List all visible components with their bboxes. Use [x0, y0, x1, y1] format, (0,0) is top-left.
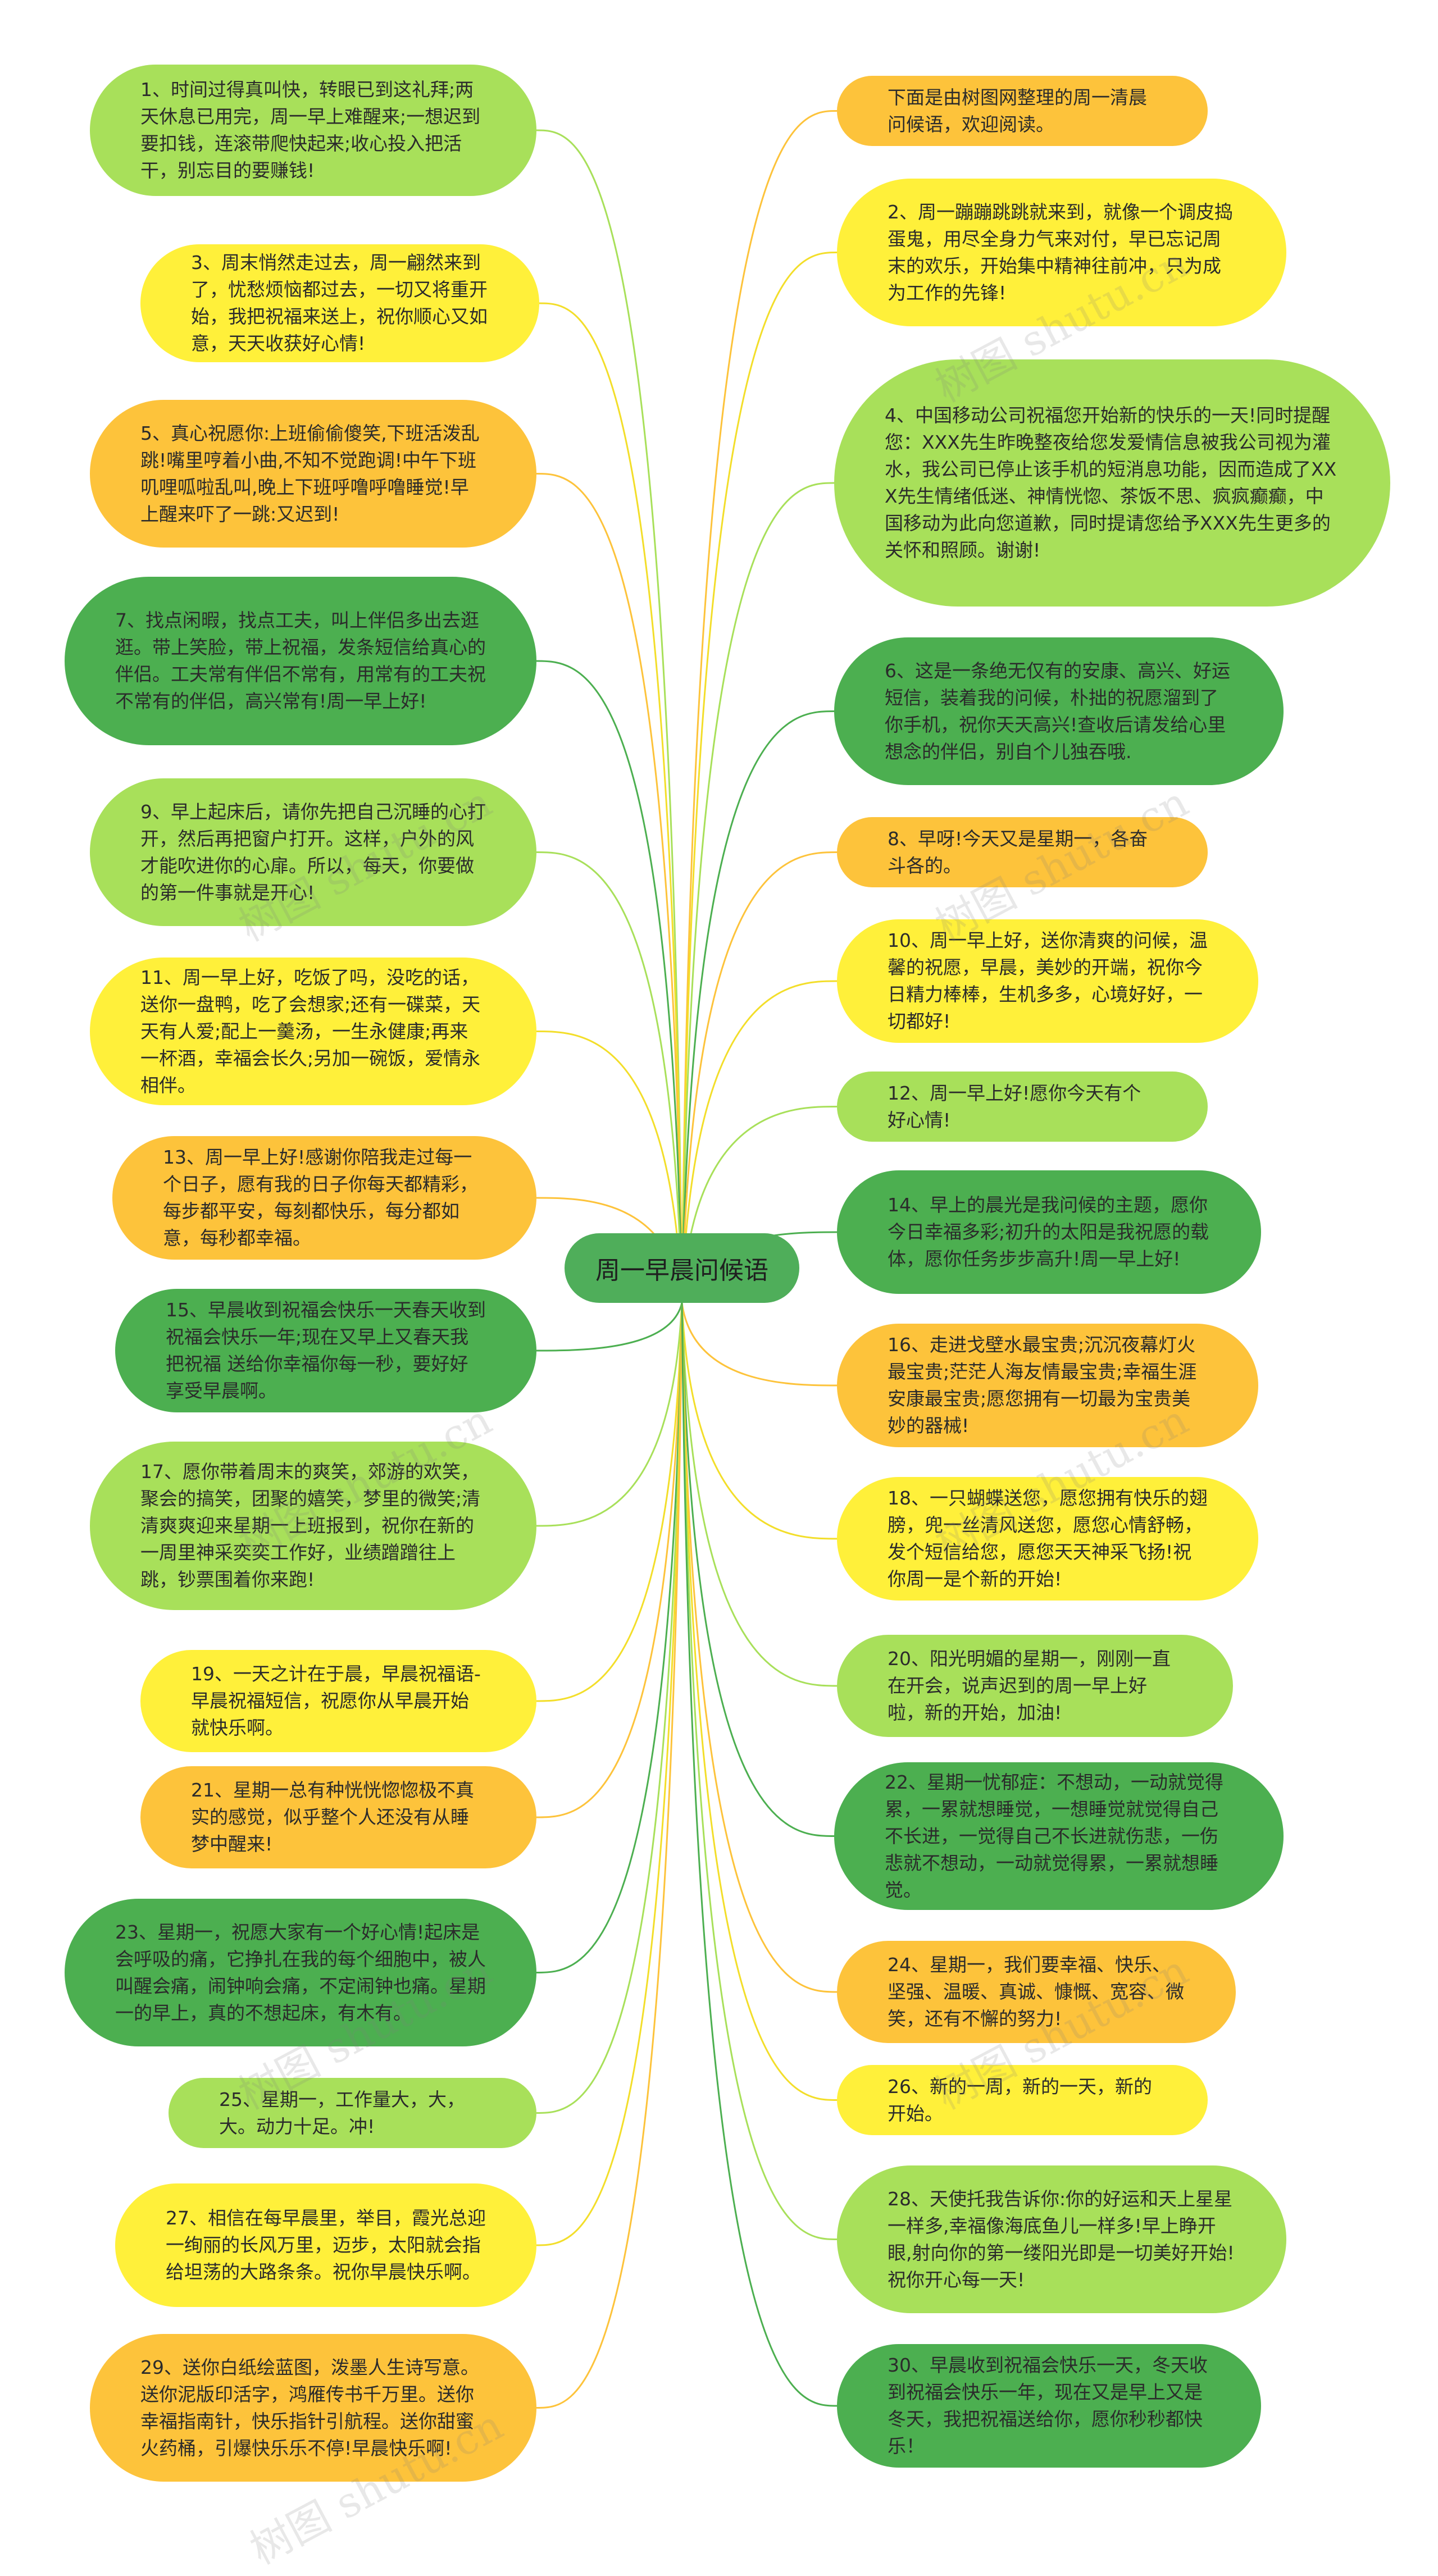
- left-connector: [536, 1302, 683, 2409]
- branch-node-text: 9、早上起床后，请你先把自己沉睡的心打开，然后再把窗户打开。这样，户外的风才能吹…: [140, 800, 486, 904]
- left-connector: [536, 473, 683, 1303]
- right-connector: [681, 1302, 835, 1837]
- branch-node-text: 25、星期一，工作量大，大，大。动力十足。冲!: [219, 2088, 465, 2137]
- branch-node-text: 16、走进戈壁水最宝贵;沉沉夜幕灯火最宝贵;茫茫人海友情最宝贵;幸福生涯安康最宝…: [888, 1334, 1197, 1437]
- right-branch-node[interactable]: 10、周一早上好，送你清爽的问候，温馨的祝愿，早晨，美妙的开端，祝你今日精力棒棒…: [837, 919, 1258, 1043]
- left-connector: [536, 1031, 683, 1303]
- left-branch-node[interactable]: 5、真心祝愿你:上班偷偷傻笑,下班活泼乱跳!嘴里哼着小曲,不知不觉跑调!中午下班…: [90, 400, 536, 548]
- left-branch-node[interactable]: 21、星期一总有种恍恍惚惚极不真实的感觉，似乎整个人还没有从睡梦中醒来!: [140, 1766, 536, 1868]
- right-branch-node[interactable]: 26、新的一周，新的一天，新的开始。: [837, 2065, 1208, 2135]
- left-branch-node[interactable]: 9、早上起床后，请你先把自己沉睡的心打开，然后再把窗户打开。这样，户外的风才能吹…: [90, 778, 536, 926]
- right-branch-node[interactable]: 下面是由树图网整理的周一清晨问候语，欢迎阅读。: [837, 76, 1208, 146]
- branch-node-text: 下面是由树图网整理的周一清晨问候语，欢迎阅读。: [888, 86, 1147, 135]
- branch-node-text: 30、早晨收到祝福会快乐一天，冬天收到祝福会快乐一年，现在又是早上又是冬天，我把…: [888, 2354, 1208, 2457]
- branch-node-text: 29、送你白纸绘蓝图，泼墨人生诗写意。送你泥版印活字，鸿雁传书千万里。送你幸福指…: [140, 2356, 479, 2459]
- branch-node-text: 4、中国移动公司祝福您开始新的快乐的一天!同时提醒您：XXX先生昨晚整夜给您发爱…: [885, 404, 1337, 561]
- right-connector: [681, 710, 835, 1303]
- right-connector: [681, 1106, 838, 1303]
- right-branch-node[interactable]: 20、阳光明媚的星期一，刚刚一直在开会，说声迟到的周一早上好啦，新的开始，加油!: [837, 1635, 1233, 1737]
- branch-node-text: 19、一天之计在于晨，早晨祝福语-早晨祝福短信，祝愿你从早晨开始就快乐啊。: [191, 1663, 481, 1739]
- branch-node-text: 1、时间过得真叫快，转眼已到这礼拜;两天休息已用完，周一早上难醒来;一想迟到要扣…: [140, 79, 481, 181]
- right-branch-node[interactable]: 6、这是一条绝无仅有的安康、高兴、好运短信，装着我的问候，朴拙的祝愿溜到了你手机…: [834, 637, 1284, 785]
- branch-node-text: 26、新的一周，新的一天，新的开始。: [888, 2075, 1152, 2124]
- right-connector: [681, 482, 835, 1303]
- left-branch-node[interactable]: 25、星期一，工作量大，大，大。动力十足。冲!: [169, 2078, 536, 2148]
- right-branch-node[interactable]: 8、早呀!今天又是星期一，各奋斗各的。: [837, 817, 1208, 887]
- branch-node-text: 28、天使托我告诉你:你的好运和天上星星一样多,幸福像海底鱼儿一样多!早上睁开眼…: [888, 2187, 1235, 2291]
- left-branch-node[interactable]: 7、找点闲暇，找点工夫，叫上伴侣多出去逛逛。带上笑脸，带上祝福，发条短信给真心的…: [65, 577, 536, 745]
- branch-node-text: 17、愿你带着周末的爽笑，郊游的欢笑，聚会的搞笑，团聚的嬉笑，梦里的微笑;清清爽…: [140, 1461, 481, 1590]
- branch-node-text: 8、早呀!今天又是星期一，各奋斗各的。: [888, 827, 1148, 877]
- right-branch-node[interactable]: 22、星期一忧郁症：不想动，一动就觉得累，一累就想睡觉，一想睡觉就觉得自己不长进…: [834, 1762, 1284, 1910]
- right-branch-node[interactable]: 14、早上的晨光是我问候的主题，愿你今日幸福多彩;初升的太阳是我祝愿的载体，愿你…: [837, 1170, 1261, 1294]
- branch-node-text: 12、周一早上好!愿你今天有个好心情!: [888, 1082, 1141, 1131]
- branch-node-text: 14、早上的晨光是我问候的主题，愿你今日幸福多彩;初升的太阳是我祝愿的载体，愿你…: [888, 1194, 1209, 1270]
- left-branch-node[interactable]: 13、周一早上好!感谢你陪我走过每一个日子，愿有我的日子你每天都精彩，每步都平安…: [112, 1136, 536, 1260]
- left-branch-node[interactable]: 11、周一早上好，吃饭了吗，没吃的话，送你一盘鸭，吃了会想家;还有一碟菜，天天有…: [90, 958, 536, 1105]
- right-connector: [681, 1302, 838, 1540]
- branch-node-text: 7、找点闲暇，找点工夫，叫上伴侣多出去逛逛。带上笑脸，带上祝福，发条短信给真心的…: [115, 609, 486, 712]
- right-branch-node[interactable]: 30、早晨收到祝福会快乐一天，冬天收到祝福会快乐一年，现在又是早上又是冬天，我把…: [837, 2344, 1261, 2468]
- left-branch-node[interactable]: 3、周末悄然走过去，周一翩然来到了，忧愁烦恼都过去，一切又将重开始，我把祝福来送…: [140, 244, 539, 362]
- branch-node-text: 18、一只蝴蝶送您，愿您拥有快乐的翅膀，兜一丝清风送您，愿您心情舒畅，发个短信给…: [888, 1487, 1208, 1590]
- left-connector: [536, 1302, 683, 2246]
- right-connector: [681, 1302, 838, 2101]
- left-connector: [536, 1302, 683, 1352]
- branch-node-text: 11、周一早上好，吃饭了吗，没吃的话，送你一盘鸭，吃了会想家;还有一碟菜，天天有…: [140, 966, 481, 1096]
- right-branch-node[interactable]: 2、周一蹦蹦跳跳就来到，就像一个调皮捣蛋鬼，用尽全身力气来对付，早已忘记周末的欢…: [837, 179, 1286, 326]
- right-connector: [681, 1302, 838, 1387]
- right-branch-node[interactable]: 12、周一早上好!愿你今天有个好心情!: [837, 1072, 1208, 1142]
- branch-node-text: 15、早晨收到祝福会快乐一天春天收到祝福会快乐一年;现在又早上又春天我把祝福 送…: [166, 1299, 486, 1402]
- central-topic[interactable]: 周一早晨问候语: [565, 1233, 799, 1303]
- left-connector: [536, 660, 683, 1303]
- branch-node-text: 13、周一早上好!感谢你陪我走过每一个日子，愿有我的日子你每天都精彩，每步都平安…: [163, 1146, 478, 1249]
- branch-node-text: 24、星期一，我们要幸福、快乐、坚强、温暖、真诚、慷慨、宽容、微笑，还有不懈的努…: [888, 1954, 1184, 2030]
- right-connector: [681, 851, 838, 1303]
- branch-node-text: 3、周末悄然走过去，周一翩然来到了，忧愁烦恼都过去，一切又将重开始，我把祝福来送…: [191, 252, 488, 354]
- right-connector: [681, 1302, 838, 1993]
- left-connector: [536, 1302, 683, 1818]
- right-branch-node[interactable]: 4、中国移动公司祝福您开始新的快乐的一天!同时提醒您：XXX先生昨晚整夜给您发爱…: [834, 359, 1390, 607]
- right-connector: [681, 1302, 838, 2407]
- branch-node-text: 20、阳光明媚的星期一，刚刚一直在开会，说声迟到的周一早上好啦，新的开始，加油!: [888, 1648, 1171, 1724]
- right-connector: [681, 110, 838, 1303]
- branch-node-text: 2、周一蹦蹦跳跳就来到，就像一个调皮捣蛋鬼，用尽全身力气来对付，早已忘记周末的欢…: [888, 200, 1233, 304]
- central-topic-label: 周一早晨问候语: [595, 1256, 768, 1285]
- left-branch-node[interactable]: 27、相信在每早晨里，举目，霞光总迎一绚丽的长风万里，迈步，太阳就会指给坦荡的大…: [115, 2183, 536, 2307]
- branch-node-text: 6、这是一条绝无仅有的安康、高兴、好运短信，装着我的问候，朴拙的祝愿溜到了你手机…: [885, 659, 1230, 763]
- left-connector: [536, 851, 683, 1303]
- left-connector: [539, 302, 683, 1303]
- right-branch-node[interactable]: 24、星期一，我们要幸福、快乐、坚强、温暖、真诚、慷慨、宽容、微笑，还有不懈的努…: [837, 1941, 1236, 2043]
- right-branch-node[interactable]: 18、一只蝴蝶送您，愿您拥有快乐的翅膀，兜一丝清风送您，愿您心情舒畅，发个短信给…: [837, 1477, 1258, 1601]
- right-connector: [681, 1302, 838, 2240]
- right-branch-node[interactable]: 28、天使托我告诉你:你的好运和天上星星一样多,幸福像海底鱼儿一样多!早上睁开眼…: [837, 2165, 1286, 2313]
- branch-node-text: 23、星期一，祝愿大家有一个好心情!起床是会呼吸的痛，它挣扎在我的每个细胞中，被…: [115, 1921, 486, 2024]
- branch-node-text: 5、真心祝愿你:上班偷偷傻笑,下班活泼乱跳!嘴里哼着小曲,不知不觉跑调!中午下班…: [140, 422, 480, 525]
- left-branch-node[interactable]: 15、早晨收到祝福会快乐一天春天收到祝福会快乐一年;现在又早上又春天我把祝福 送…: [115, 1289, 536, 1412]
- branch-node-text: 27、相信在每早晨里，举目，霞光总迎一绚丽的长风万里，迈步，太阳就会指给坦荡的大…: [166, 2207, 486, 2283]
- right-connector: [681, 252, 838, 1303]
- left-connector: [536, 1302, 683, 2114]
- right-connector: [681, 1302, 838, 1687]
- left-branch-node[interactable]: 1、时间过得真叫快，转眼已到这礼拜;两天休息已用完，周一早上难醒来;一想迟到要扣…: [90, 65, 536, 196]
- branch-node-text: 10、周一早上好，送你清爽的问候，温馨的祝愿，早晨，美妙的开端，祝你今日精力棒棒…: [888, 929, 1208, 1032]
- left-branch-node[interactable]: 19、一天之计在于晨，早晨祝福语-早晨祝福短信，祝愿你从早晨开始就快乐啊。: [140, 1650, 536, 1752]
- branch-node-text: 22、星期一忧郁症：不想动，一动就觉得累，一累就想睡觉，一想睡觉就觉得自己不长进…: [885, 1771, 1223, 1901]
- branch-node-text: 21、星期一总有种恍恍惚惚极不真实的感觉，似乎整个人还没有从睡梦中醒来!: [191, 1779, 474, 1855]
- left-connector: [536, 1302, 683, 1527]
- left-branch-node[interactable]: 23、星期一，祝愿大家有一个好心情!起床是会呼吸的痛，它挣扎在我的每个细胞中，被…: [65, 1899, 536, 2046]
- left-connector: [536, 1302, 683, 1702]
- left-branch-node[interactable]: 29、送你白纸绘蓝图，泼墨人生诗写意。送你泥版印活字，鸿雁传书千万里。送你幸福指…: [90, 2334, 536, 2482]
- left-branch-node[interactable]: 17、愿你带着周末的爽笑，郊游的欢笑，聚会的搞笑，团聚的嬉笑，梦里的微笑;清清爽…: [90, 1442, 536, 1610]
- right-connector: [681, 980, 838, 1303]
- left-connector: [536, 1302, 683, 1973]
- left-connector: [536, 129, 683, 1303]
- right-branch-node[interactable]: 16、走进戈壁水最宝贵;沉沉夜幕灯火最宝贵;茫茫人海友情最宝贵;幸福生涯安康最宝…: [837, 1324, 1258, 1447]
